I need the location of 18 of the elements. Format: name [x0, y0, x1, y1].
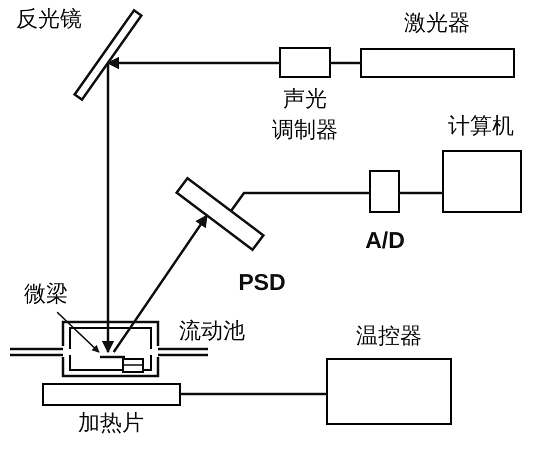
component-label: 微梁 [23, 281, 69, 309]
connector-line [400, 192, 442, 194]
connector-line [331, 62, 360, 64]
leader-line [56, 312, 100, 353]
component-label: 声光调制器 [271, 86, 339, 145]
arrow [102, 62, 114, 354]
arrow [106, 56, 279, 70]
component-label: 反光镜 [15, 6, 83, 34]
component-label: 激光器 [403, 10, 471, 38]
connector-line [230, 192, 369, 212]
arrow [112, 214, 208, 353]
component-label: 温控器 [355, 323, 423, 351]
component-label: 计算机 [447, 113, 515, 141]
connector-line [181, 392, 326, 396]
component-label: PSD [237, 268, 287, 296]
component-label: 流动池 [178, 318, 246, 346]
component-label: A/D [364, 226, 406, 254]
component-label: 加热片 [77, 410, 145, 438]
